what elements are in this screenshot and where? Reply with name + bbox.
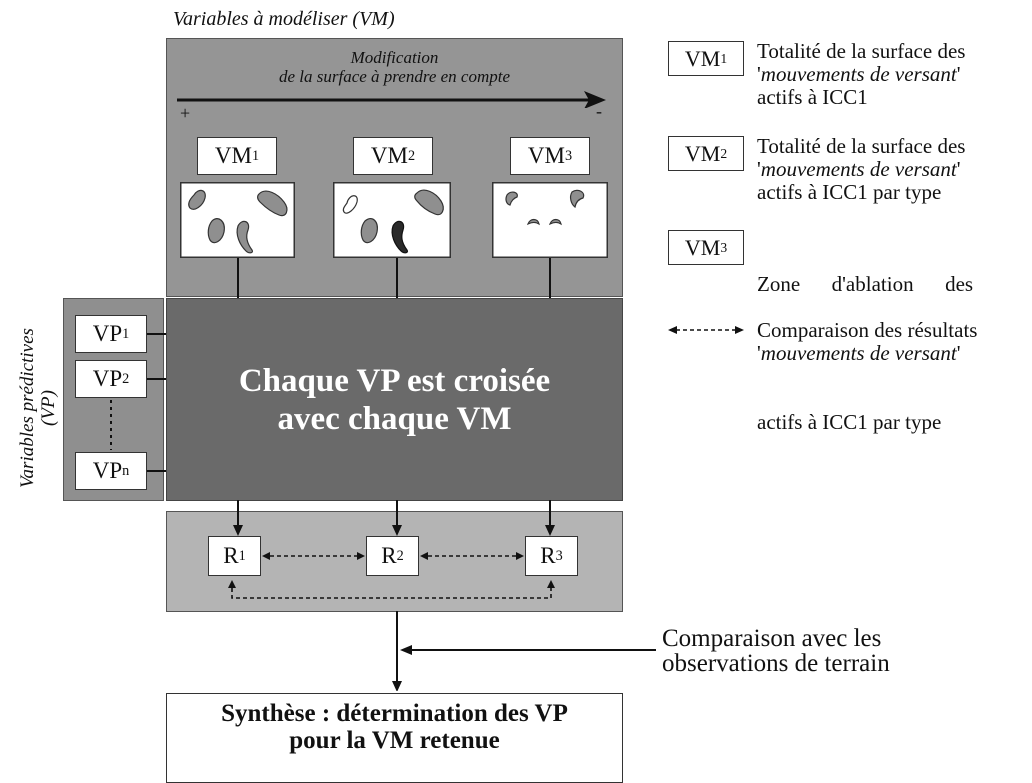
legend-vm2-line3: actifs à ICC1 par type (757, 180, 942, 204)
synthesis-box: Synthèse : détermination des VP pour la … (166, 693, 623, 783)
synthesis-line1: Synthèse : détermination des VP (221, 700, 568, 727)
vm1-map (180, 182, 295, 258)
r3-label: R (540, 543, 556, 568)
vp-dotted-connector (110, 400, 112, 450)
vp-title-line2: (VP) (38, 390, 59, 426)
legend-vm3-text: Zone d'ablation des 'mouvements de versa… (757, 227, 1025, 457)
legend-dashed-arrow-icon (668, 326, 744, 334)
vm1-label: VM (214, 143, 252, 168)
vm3-label: VM (527, 143, 565, 168)
r1-label: R (223, 543, 239, 568)
crossing-line1: Chaque VP est croisée (238, 362, 551, 399)
vpn-label: VP (92, 458, 123, 483)
legend-vm3-line3: actifs à ICC1 par type (757, 410, 942, 434)
legend-vm1-line2: 'mouvements de versant' (757, 62, 961, 86)
results-arrows (233, 500, 555, 536)
legend-vm2-line2: 'mouvements de versant' (757, 157, 961, 181)
field-comparison-line2: observations de terrain (662, 650, 890, 677)
legend-vm3-line1: Zone d'ablation des (757, 272, 974, 296)
legend-vm2-line1: Totalité de la surface des (757, 134, 966, 158)
legend-vm1-line1: Totalité de la surface des (757, 39, 966, 63)
vp2-label: VP (92, 366, 123, 391)
r2-label: R (381, 543, 397, 568)
legend-vm1-italic: mouvements de versant (760, 62, 957, 86)
synthesis-connector (392, 611, 656, 691)
field-comparison-line1: Comparaison avec les (662, 625, 882, 652)
legend-vm3-italic: mouvements de versant (760, 341, 957, 365)
modification-line1: Modification (350, 48, 439, 67)
field-comparison-label: Comparaison avec les observations de ter… (662, 626, 890, 676)
vp-connectors (147, 333, 167, 472)
modification-arrow (177, 91, 606, 108)
legend-vm1-label: VM (684, 45, 721, 71)
results-comparison-arrows (228, 552, 555, 599)
vm2-label: VM (370, 143, 408, 168)
synthesis-line2: pour la VM retenue (289, 727, 500, 754)
vp1-label: VP (92, 321, 123, 346)
crossing-line2: avec chaque VM (277, 400, 512, 437)
modification-line2: de la surface à prendre en compte (278, 67, 510, 86)
legend-vm1-text: Totalité de la surface des 'mouvements d… (757, 40, 1025, 109)
legend-vm2-text: Totalité de la surface des 'mouvements d… (757, 135, 1025, 204)
vp-title-line1: Variables prédictives (17, 328, 38, 488)
legend-vm3-label: VM (684, 234, 721, 260)
legend-comparison-text: Comparaison des résultats (757, 318, 978, 342)
minus-sign: - (596, 101, 602, 121)
legend-vm3-line2: 'mouvements de versant' (757, 341, 961, 365)
plus-sign: + (180, 103, 191, 123)
vm2-map (333, 182, 451, 258)
vm-section-title: Variables à modéliser (VM) (173, 8, 395, 30)
crossing-panel: Chaque VP est croisée avec chaque VM (166, 298, 623, 501)
legend-vm2-italic: mouvements de versant (760, 157, 957, 181)
vm3-map (492, 182, 608, 258)
modification-label: Modification de la surface à prendre en … (166, 48, 623, 86)
vm-connectors (237, 258, 551, 298)
vp-section-title: Variables prédictives (VP) (17, 308, 59, 508)
legend-vm1-line3: actifs à ICC1 (757, 85, 868, 109)
legend-vm2-label: VM (684, 140, 721, 166)
